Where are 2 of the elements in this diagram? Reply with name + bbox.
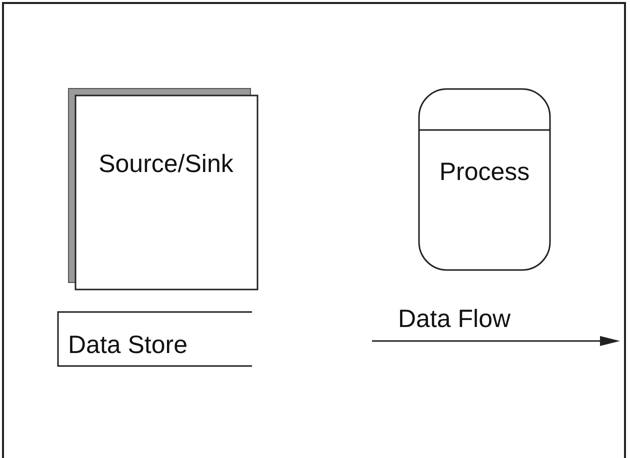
symbol-label: Data Flow [398,305,511,334]
process-box: Process [418,88,551,271]
